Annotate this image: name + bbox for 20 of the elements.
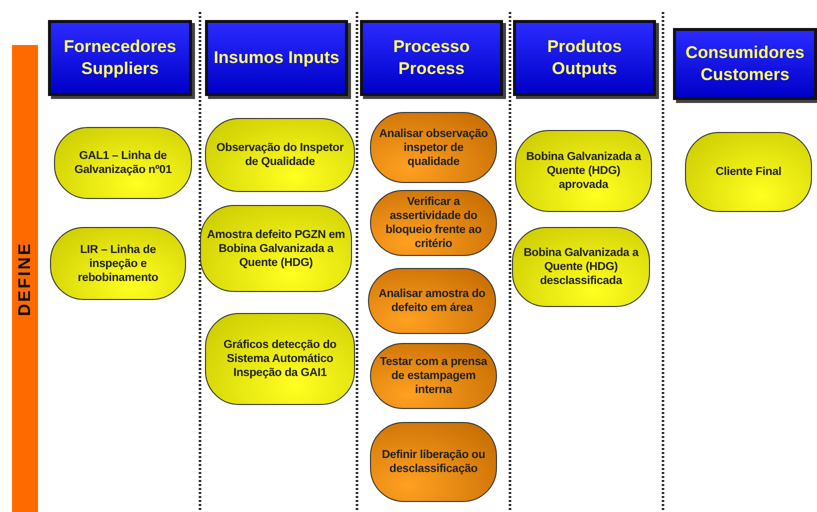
process-pill: Analisar amostra do defeito em área [368, 268, 496, 334]
column-header: Processo Process [360, 20, 503, 96]
define-band [12, 45, 38, 512]
process-pill: Definir liberação ou desclassificação [370, 422, 497, 502]
column-header: Produtos Outputs [513, 20, 656, 96]
customer-pill: Cliente Final [685, 132, 812, 212]
input-pill: Gráficos detecção do Sistema Automático Inspeção da GAI1 [205, 313, 355, 405]
input-pill: Observação do Inspetor de Qualidade [205, 118, 355, 192]
process-pill: Testar com a prensa de estampagem interna [370, 343, 497, 409]
supplier-pill: LIR – Linha de inspeção e rebobinamento [50, 227, 186, 300]
process-pill: Verificar a assertividade do bloqueio frente ao critério [370, 190, 497, 256]
input-pill: Amostra defeito PGZN em Bobina Galvanizada a Quente (HDG) [200, 205, 352, 292]
define-label: DEFINE [15, 241, 35, 316]
column-header: Consumidores Customers [673, 28, 817, 100]
column-header: Insumos Inputs [205, 20, 348, 96]
process-pill: Analisar observação inspetor de qualidade [370, 112, 497, 183]
output-pill: Bobina Galvanizada a Quente (HDG) desclassificada [512, 227, 650, 307]
output-pill: Bobina Galvanizada a Quente (HDG) aprovada [515, 130, 652, 212]
supplier-pill: GAL1 – Linha de Galvanização nº01 [54, 127, 192, 199]
column-header: Fornecedores Suppliers [48, 20, 192, 96]
